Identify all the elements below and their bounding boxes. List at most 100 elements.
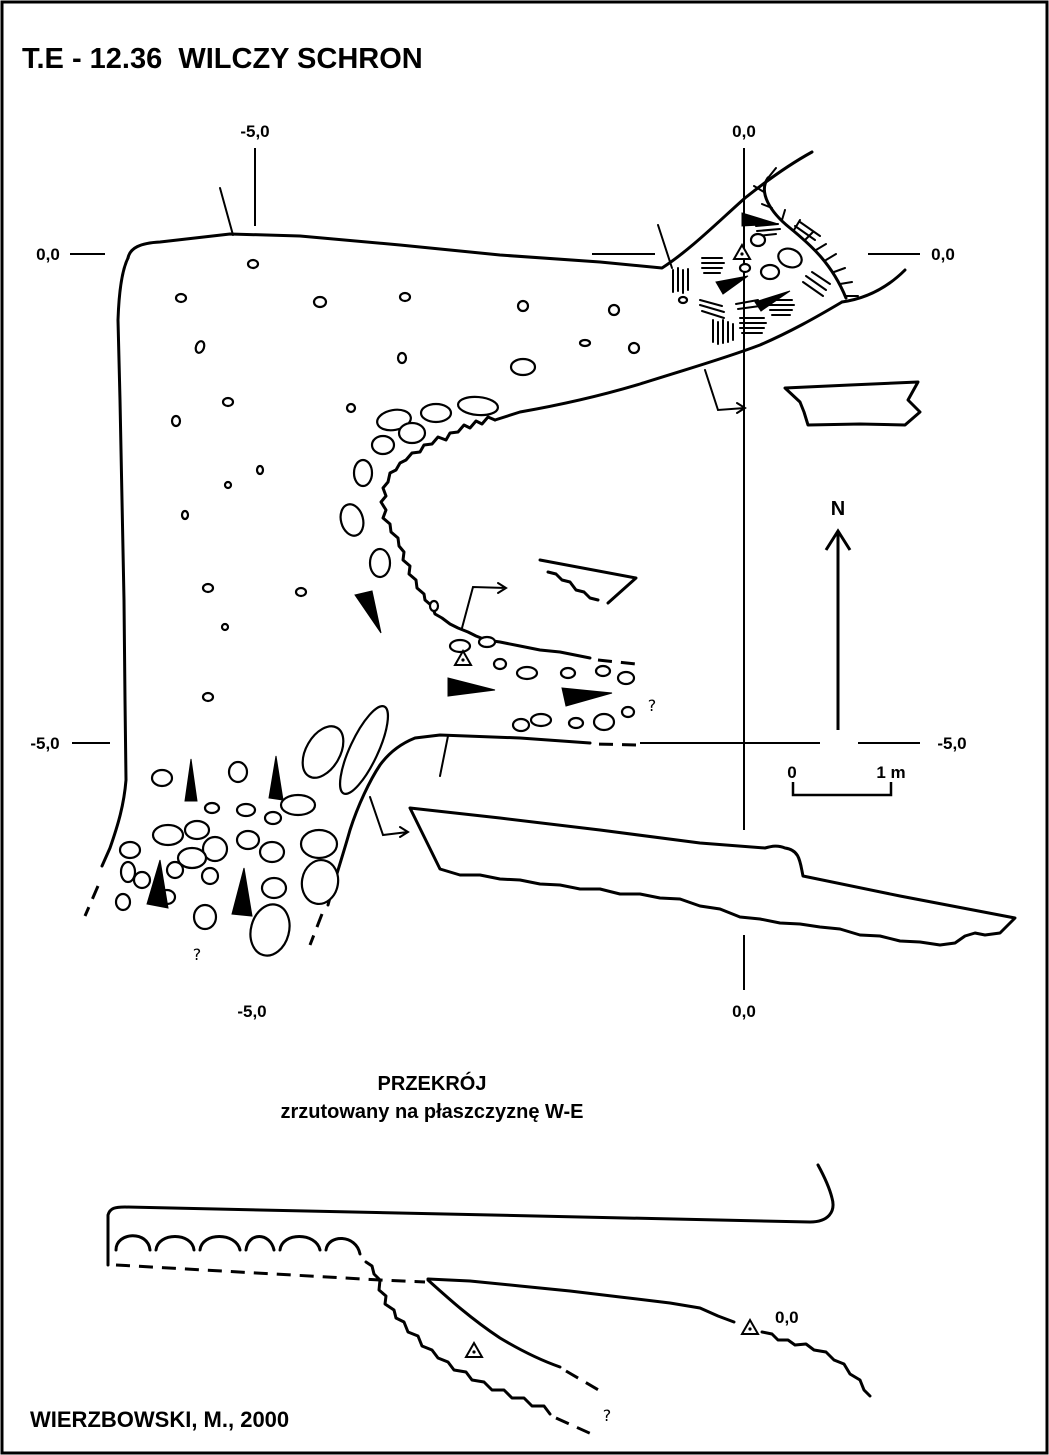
slope-wedge-icon: [184, 758, 198, 802]
boulder: [180, 509, 190, 521]
boulder: [114, 892, 132, 912]
boulder: [515, 665, 539, 681]
section-passage-upper: [426, 1277, 736, 1324]
section-ceiling: [106, 1163, 835, 1267]
boulder: [738, 262, 752, 274]
boulder: [370, 434, 396, 456]
boulder: [607, 303, 621, 317]
grid-label-right-upper: 0,0: [931, 245, 955, 264]
boulder: [200, 866, 220, 886]
cross-section-east: [783, 380, 922, 427]
boulder: [300, 859, 340, 905]
south-wall-middle-passage: [326, 733, 592, 907]
section-passage-dashed: [565, 1369, 603, 1394]
section-arrow-icon: [369, 796, 410, 838]
cross-section-middle: [538, 558, 638, 605]
section-passage-lower: [426, 1278, 562, 1369]
cave-plan: [83, 150, 907, 946]
boulder: [397, 421, 427, 445]
south-wall-dashed-end: [308, 913, 324, 946]
boulder: [294, 586, 308, 598]
map-title: T.E - 12.36 WILCZY SCHRON: [22, 43, 423, 75]
boulder: [132, 870, 152, 890]
section-east-floor: [760, 1330, 872, 1398]
survey-grid: [70, 148, 920, 990]
boulder: [477, 635, 497, 649]
boulder: [170, 414, 182, 428]
boulder: [220, 622, 230, 632]
sediment-hatching: [672, 221, 831, 345]
boulder: [249, 903, 291, 957]
boulder: [150, 768, 174, 788]
survey-station-triangle: [740, 1317, 760, 1335]
section-lower-rough-wall: [364, 1260, 552, 1416]
inner-rough-wall: [379, 415, 592, 660]
section-station-label: 0,0: [775, 1308, 799, 1327]
boulder: [627, 341, 641, 355]
author-credit: WIERZBOWSKI, M., 2000: [30, 1407, 289, 1432]
boulder: [339, 503, 365, 537]
boulder: [221, 396, 235, 408]
boulder: [677, 295, 689, 305]
section-ceiling-scallops: [114, 1234, 362, 1256]
grid-label-left-upper: 0,0: [36, 245, 60, 264]
north-arrow-icon: [824, 528, 852, 730]
grid-labels: -5,0 0,0 0,0 0,0 -5,0 -5,0 -5,0 0,0: [30, 122, 966, 1021]
boulder: [151, 823, 185, 847]
survey-tick: [439, 735, 449, 777]
slope-wedges: [146, 212, 791, 917]
ledge-line: [762, 176, 848, 300]
scale-end-label: 1 m: [876, 763, 905, 782]
cross-section-middle-floor: [546, 570, 600, 602]
boulder: [759, 263, 781, 281]
scale-start-label: 0: [787, 763, 796, 782]
boulder: [299, 828, 339, 860]
boulder: [260, 876, 288, 900]
boulder: [118, 840, 142, 860]
boulder: [176, 846, 208, 870]
grid-label-bottom-left: -5,0: [237, 1002, 266, 1021]
boulder: [255, 464, 265, 476]
section-lower-dashed: [555, 1416, 597, 1438]
slope-wedge-icon: [146, 859, 169, 909]
boulder: [592, 712, 616, 732]
section-title: PRZEKRÓJ: [378, 1071, 487, 1095]
west-wall-dashed-end: [83, 885, 100, 917]
boulder: [279, 793, 317, 817]
uncertain-mark: ?: [603, 1406, 612, 1425]
boulder: [201, 691, 215, 703]
boulder: [368, 547, 392, 579]
uncertain-mark: ?: [648, 696, 657, 715]
survey-station-triangle: [464, 1340, 484, 1358]
boulder: [594, 664, 612, 678]
south-wall-east-passage: [493, 300, 844, 422]
boulder: [352, 458, 374, 488]
boulder: [749, 232, 767, 248]
west-wall: [100, 256, 130, 868]
boulder: [616, 670, 636, 686]
boulder: [511, 717, 531, 733]
boulder: [223, 480, 233, 490]
east-end-wall: [840, 268, 907, 304]
section-subtitle: zrzutowany na płaszczyznę W-E: [281, 1101, 584, 1123]
boulder: [227, 760, 249, 784]
section-arrow-icon: [461, 582, 508, 629]
boulder: [492, 657, 508, 671]
boulder: [448, 638, 472, 654]
north-label: N: [831, 498, 845, 520]
boulder: [516, 299, 530, 313]
cross-sections: [408, 380, 1017, 947]
slope-wedge-icon: [354, 590, 382, 634]
uncertain-mark: ?: [193, 945, 202, 964]
grid-label-right-lower: -5,0: [937, 734, 966, 753]
slope-wedge-icon: [741, 212, 779, 227]
boulder: [165, 860, 185, 880]
slope-wedge-icon: [715, 275, 749, 295]
inner-wall-dashed-end: [597, 658, 637, 666]
boulder: [246, 258, 260, 270]
scale-bar: 0 1 m: [787, 763, 906, 797]
section-markers: [219, 187, 747, 838]
boulder: [456, 395, 500, 417]
grid-label-left-lower: -5,0: [30, 734, 59, 753]
